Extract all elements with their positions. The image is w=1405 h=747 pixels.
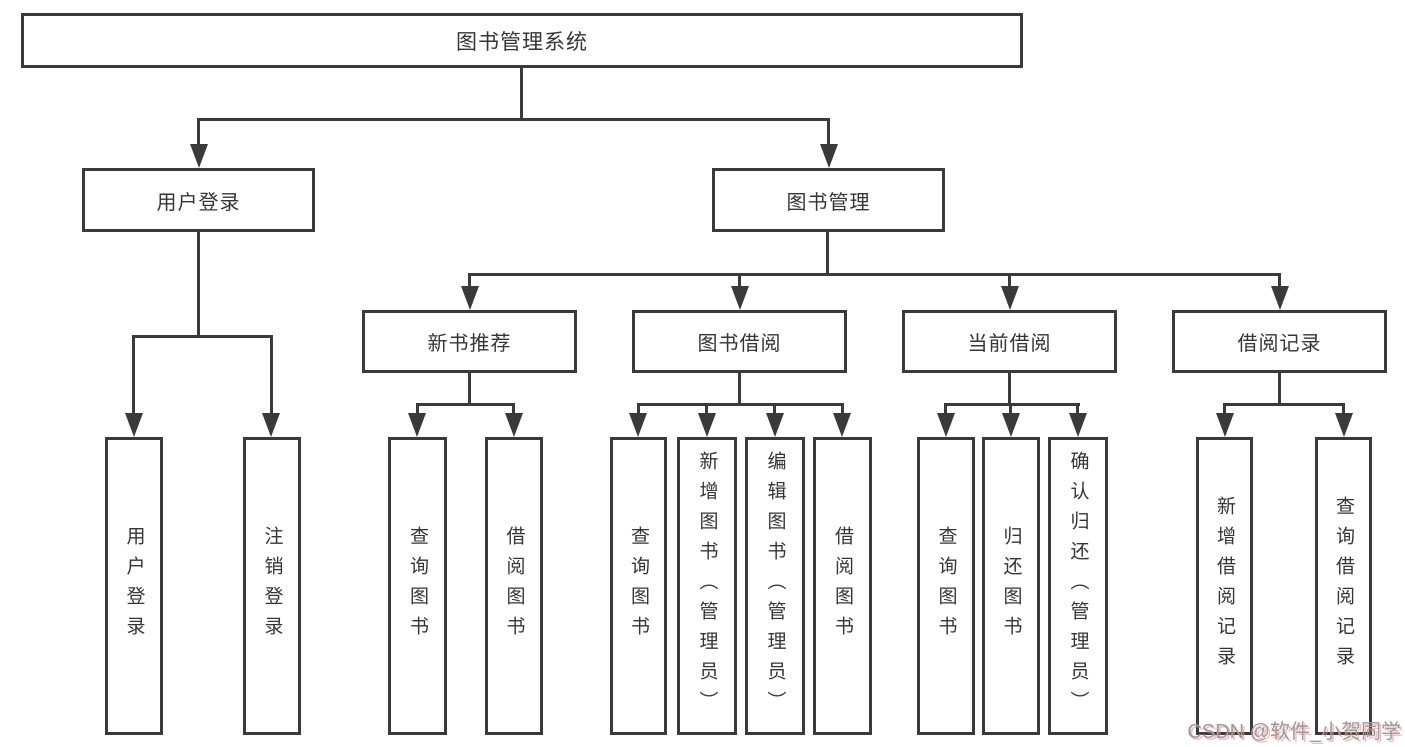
connector-line (468, 273, 1281, 276)
leaf-user-login: 用户登录 (105, 437, 163, 735)
arrowhead-down-icon (190, 144, 208, 168)
leaf-return-books: 归还图书 (982, 437, 1040, 735)
leaf-logout: 注销登录 (243, 437, 301, 735)
connector-line (1223, 403, 1345, 406)
arrowhead-down-icon (629, 413, 647, 437)
leaf-label: 新增借阅记录 (1214, 496, 1235, 676)
arrowhead-down-icon (505, 413, 523, 437)
connector-line (738, 371, 741, 403)
leaf-label: 查询图书 (407, 526, 428, 646)
connector-line (197, 118, 200, 146)
arrowhead-down-icon (461, 286, 479, 310)
connector-line (468, 273, 471, 289)
arrowhead-down-icon (1002, 413, 1020, 437)
arrowhead-down-icon (408, 413, 426, 437)
connector-line (1223, 403, 1226, 415)
arrowhead-down-icon (731, 286, 749, 310)
node-book-management: 图书管理 (712, 168, 945, 232)
connector-line (827, 118, 830, 146)
leaf-borrow-books: 借阅图书 (813, 437, 872, 735)
connector-line (1076, 403, 1079, 415)
leaf-label: 确认归还（管理员） (1067, 451, 1089, 721)
leaf-label: 借阅图书 (832, 526, 853, 646)
leaf-label: 注销登录 (261, 526, 283, 646)
arrowhead-down-icon (1001, 286, 1019, 310)
node-new-book-recommend: 新书推荐 (362, 310, 577, 373)
leaf-label: 编辑图书（管理员） (764, 451, 786, 721)
leaf-query-books-recommend: 查询图书 (388, 437, 447, 735)
connector-line (1278, 273, 1281, 289)
csdn-watermark: CSDN @软件_小贺同学 (1187, 721, 1401, 743)
node-library-management-system: 图书管理系统 (21, 13, 1023, 68)
arrowhead-down-icon (937, 413, 955, 437)
connector-line (416, 403, 515, 406)
node-borrowing-records: 借阅记录 (1172, 310, 1387, 373)
connector-line (132, 335, 135, 417)
connector-line (826, 230, 829, 273)
connector-line (468, 371, 471, 403)
leaf-label: 新增图书（管理员） (696, 451, 718, 721)
node-book-borrowing: 图书借阅 (632, 310, 847, 373)
leaf-borrow-books-recommend: 借阅图书 (485, 437, 543, 735)
leaf-query-books-borrow: 查询图书 (610, 437, 667, 735)
connector-line (705, 403, 708, 415)
connector-line (512, 403, 515, 415)
connector-line (944, 403, 947, 415)
arrowhead-down-icon (698, 413, 716, 437)
leaf-query-borrow-record: 查询借阅记录 (1315, 437, 1372, 735)
connector-line (1342, 403, 1345, 415)
connector-line (841, 403, 844, 415)
leaf-label: 归还图书 (1000, 526, 1022, 646)
arrowhead-down-icon (1335, 413, 1353, 437)
connector-line (270, 335, 273, 417)
leaf-label: 查询借阅记录 (1333, 496, 1354, 676)
connector-line (1009, 403, 1012, 415)
connector-line (197, 230, 200, 335)
leaf-confirm-return-admin: 确认归还（管理员） (1048, 437, 1108, 735)
leaf-add-borrow-record: 新增借阅记录 (1196, 437, 1253, 735)
connector-line (637, 403, 640, 415)
node-current-borrowing: 当前借阅 (902, 310, 1117, 373)
connector-line (132, 335, 273, 338)
connector-line (416, 403, 419, 415)
arrowhead-down-icon (766, 413, 784, 437)
connector-line (1008, 273, 1011, 289)
connector-line (773, 403, 776, 415)
arrowhead-down-icon (125, 413, 143, 437)
connector-root-branch (197, 118, 830, 121)
connector-root-stem (520, 66, 523, 118)
leaf-edit-books-admin: 编辑图书（管理员） (745, 437, 805, 735)
leaf-label: 借阅图书 (503, 526, 525, 646)
leaf-add-books-admin: 新增图书（管理员） (677, 437, 737, 735)
leaf-label: 用户登录 (123, 526, 145, 646)
leaf-query-books-current: 查询图书 (917, 437, 975, 735)
node-user-login: 用户登录 (82, 168, 315, 232)
connector-line (1008, 371, 1011, 403)
connector-line (637, 403, 844, 406)
arrowhead-down-icon (262, 413, 280, 437)
leaf-label: 查询图书 (935, 526, 957, 646)
arrowhead-down-icon (1069, 413, 1087, 437)
arrowhead-down-icon (820, 144, 838, 168)
connector-line (1278, 371, 1281, 403)
connector-line (738, 273, 741, 289)
connector-line (944, 403, 1080, 406)
arrowhead-down-icon (833, 413, 851, 437)
leaf-label: 查询图书 (628, 526, 649, 646)
arrowhead-down-icon (1271, 286, 1289, 310)
arrowhead-down-icon (1216, 413, 1234, 437)
